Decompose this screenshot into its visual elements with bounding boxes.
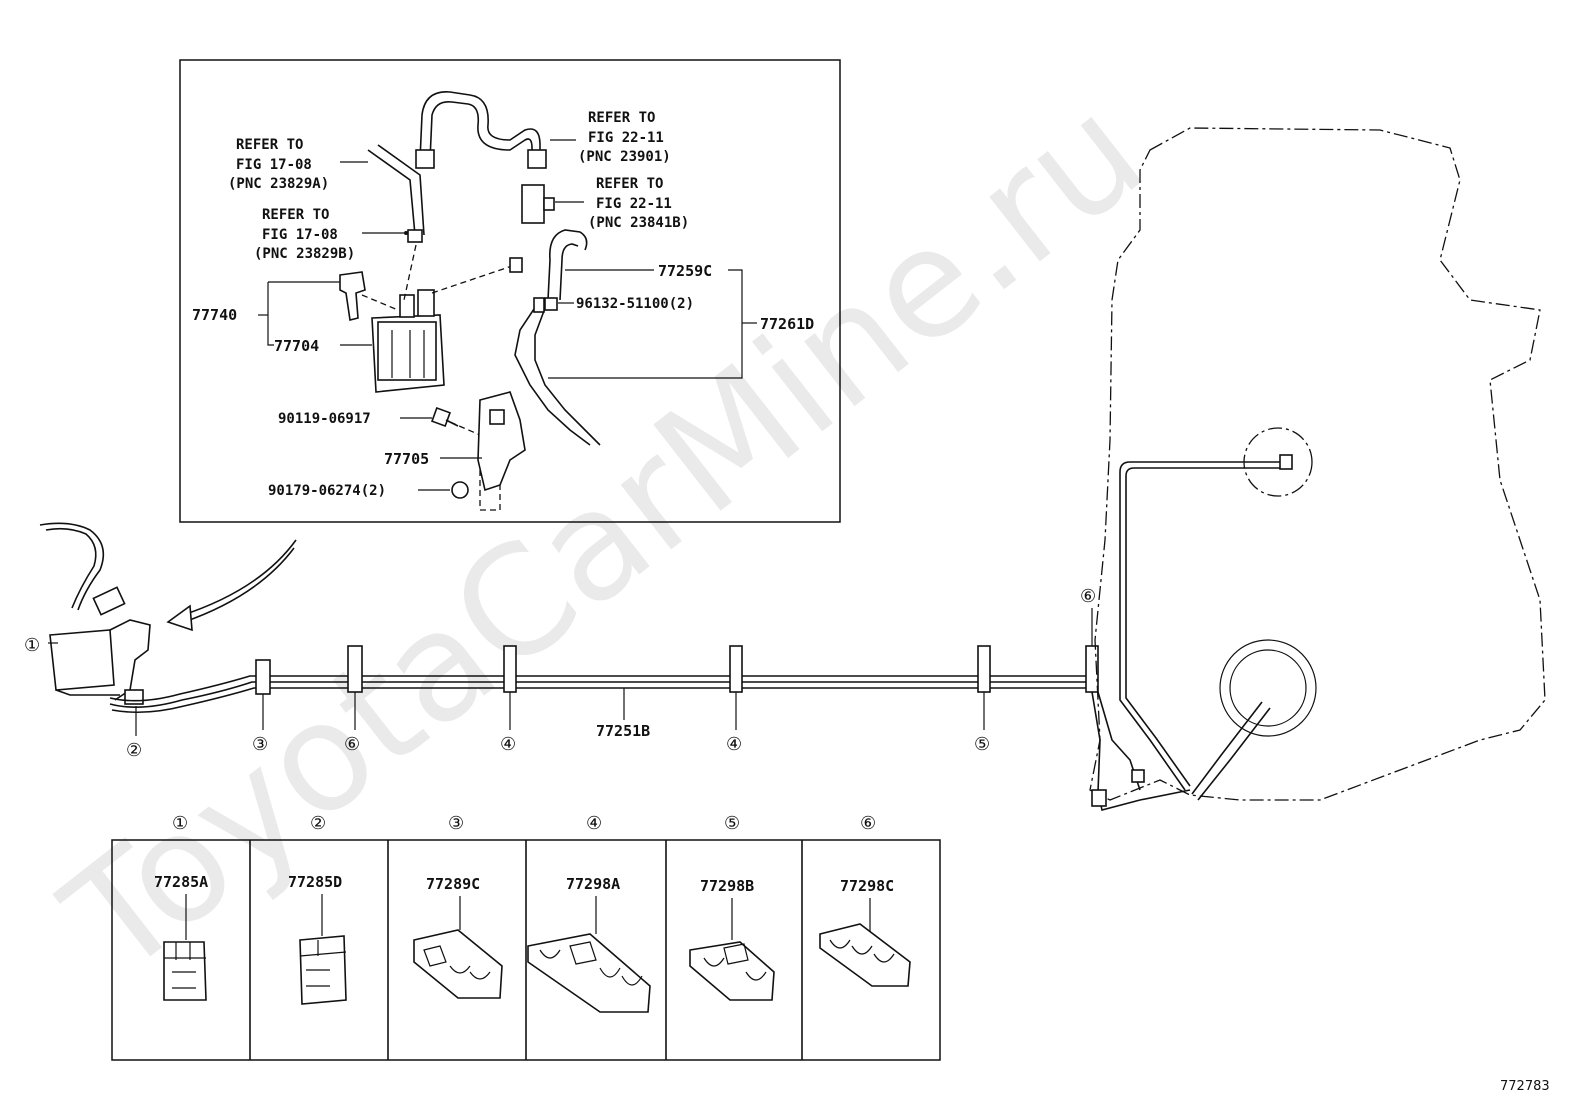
table-part-3: 77289C	[426, 875, 480, 893]
label-77705: 77705	[384, 450, 429, 468]
clamp-6-main	[347, 645, 363, 693]
nut-90179-icon	[451, 481, 469, 499]
svg-text:(PNC 23901): (PNC 23901)	[578, 149, 671, 165]
ref-fig-22-11-b: REFER TO FIG 22-11 (PNC 23841B)	[588, 176, 689, 231]
table-num-1: ①	[172, 813, 188, 834]
label-77261d: 77261D	[760, 315, 814, 333]
pointer-arrow	[179, 539, 297, 617]
clamp-77289c-icon	[413, 929, 503, 999]
canister-assembly-main	[39, 522, 151, 705]
label-77740: 77740	[192, 306, 237, 324]
svg-text:(PNC 23841B): (PNC 23841B)	[588, 215, 689, 231]
svg-text:FIG 22-11: FIG 22-11	[588, 130, 664, 146]
table-part-1: 77285A	[154, 873, 208, 891]
clamp-77298b-icon	[689, 941, 775, 1001]
svg-text:(PNC 23829B): (PNC 23829B)	[254, 246, 355, 262]
clamp-5-main	[977, 645, 991, 693]
clamp-4b-main	[729, 645, 743, 693]
ref-fig-17-08-a: REFER TO FIG 17-08 (PNC 23829A)	[228, 137, 329, 192]
charcoal-canister-77704	[371, 289, 445, 393]
vent-hose	[367, 149, 416, 236]
label-77259c: 77259C	[658, 262, 712, 280]
clamp-77285a-icon	[163, 941, 207, 1001]
fuel-tube-77251b	[109, 675, 1090, 714]
table-part-6: 77298C	[840, 877, 894, 895]
ref-fig-17-08-b: REFER TO FIG 17-08 (PNC 23829B)	[254, 207, 355, 262]
label-90179: 90179-06274(2)	[268, 483, 386, 499]
callout-4b: ④	[726, 734, 742, 755]
hose-connector-left	[415, 149, 435, 169]
table-part-5: 77298B	[700, 877, 754, 895]
hose-connector-right	[527, 149, 547, 169]
table-num-4: ④	[586, 813, 602, 834]
svg-text:FIG 17-08: FIG 17-08	[262, 227, 338, 243]
bracket-77705-icon	[477, 391, 526, 492]
label-77251b: 77251B	[596, 722, 650, 740]
label-96132: 96132-51100(2)	[576, 296, 694, 312]
bracket-77740-icon	[339, 271, 366, 321]
clamp-3-main	[255, 659, 271, 695]
tube-77261d	[514, 299, 591, 446]
table-part-2: 77285D	[288, 873, 342, 891]
svg-text:REFER TO: REFER TO	[596, 176, 663, 192]
ref-fig-22-11-a: REFER TO FIG 22-11 (PNC 23901)	[578, 110, 671, 165]
clamp-77285d-icon	[299, 935, 347, 1005]
callout-6: ⑥	[344, 734, 360, 755]
clamp-77298a-icon	[527, 933, 651, 1013]
inset-panel: REFER TO FIG 17-08 (PNC 23829A) REFER TO…	[179, 59, 841, 523]
clamp-77298c-icon	[819, 923, 911, 987]
label-77704: 77704	[274, 337, 319, 355]
svg-text:(PNC 23829A): (PNC 23829A)	[228, 176, 329, 192]
callout-3: ③	[252, 734, 268, 755]
svg-text:REFER TO: REFER TO	[588, 110, 655, 126]
svg-text:REFER TO: REFER TO	[262, 207, 329, 223]
callout-6b: ⑥	[1080, 586, 1096, 607]
table-num-2: ②	[310, 813, 326, 834]
upper-hose	[419, 91, 541, 161]
table-num-6: ⑥	[860, 813, 876, 834]
hose-clip-icon	[407, 229, 423, 243]
callout-1: ①	[24, 635, 40, 656]
bolt-90119-icon	[431, 407, 459, 427]
clip-icon	[509, 257, 523, 273]
svg-text:REFER TO: REFER TO	[236, 137, 303, 153]
clamp-legend-table	[111, 839, 941, 1061]
table-num-3: ③	[448, 813, 464, 834]
tank-pipes	[1091, 454, 1293, 811]
svg-text:FIG 17-08: FIG 17-08	[236, 157, 312, 173]
callout-4a: ④	[500, 734, 516, 755]
table-num-5: ⑤	[724, 813, 740, 834]
fuel-tank-outline	[1089, 127, 1546, 801]
figure-code: 772783	[1500, 1079, 1550, 1094]
vsv-valve-icon	[521, 184, 545, 224]
callout-5: ⑤	[974, 734, 990, 755]
callout-2: ②	[126, 740, 142, 761]
table-part-4: 77298A	[566, 875, 620, 893]
hose-77259c	[547, 229, 588, 301]
clamp-4a-main	[503, 645, 517, 693]
label-90119: 90119-06917	[278, 411, 371, 427]
svg-text:FIG 22-11: FIG 22-11	[596, 196, 672, 212]
